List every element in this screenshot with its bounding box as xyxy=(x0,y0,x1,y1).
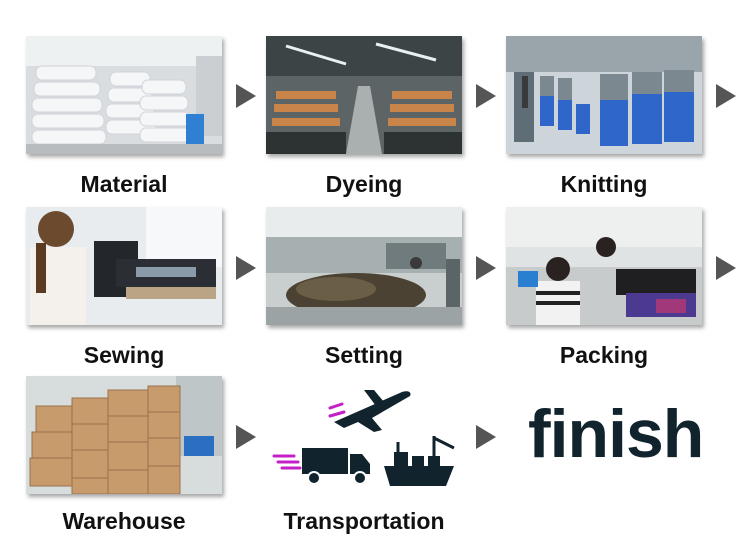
packing-photo xyxy=(506,207,702,325)
cargo-ship-icon xyxy=(384,436,454,486)
flow-arrow-6 xyxy=(716,256,736,280)
step-label-dyeing: Dyeing xyxy=(264,171,464,198)
dyeing-photo xyxy=(266,36,462,154)
fabric-bales-photo xyxy=(26,36,222,154)
flow-arrow-8 xyxy=(476,425,496,449)
truck-icon xyxy=(274,448,370,484)
flow-arrow-3 xyxy=(716,84,736,108)
finish-logo: finish xyxy=(528,400,703,468)
packing-workers-photo xyxy=(506,207,702,325)
flow-arrow-2 xyxy=(476,84,496,108)
sewing-worker-photo xyxy=(26,207,222,325)
flow-arrow-5 xyxy=(476,256,496,280)
flow-arrow-7 xyxy=(236,425,256,449)
setting-machines-photo xyxy=(266,207,462,325)
step-label-sewing: Sewing xyxy=(24,342,224,369)
step-label-material: Material xyxy=(24,171,224,198)
material-photo xyxy=(26,36,222,154)
step-label-packing: Packing xyxy=(504,342,704,369)
warehouse-photo xyxy=(26,376,222,494)
airplane-icon xyxy=(330,390,411,432)
sewing-photo xyxy=(26,207,222,325)
knitting-machines-photo xyxy=(506,36,702,154)
step-label-warehouse: Warehouse xyxy=(24,508,224,535)
step-label-transportation: Transportation xyxy=(264,508,464,535)
knitting-photo xyxy=(506,36,702,154)
setting-photo xyxy=(266,207,462,325)
warehouse-boxes-photo xyxy=(26,376,222,494)
step-label-setting: Setting xyxy=(264,342,464,369)
dyeing-machines-photo xyxy=(266,36,462,154)
flow-arrow-4 xyxy=(236,256,256,280)
transport-icons xyxy=(272,382,462,492)
flow-arrow-1 xyxy=(236,84,256,108)
step-label-knitting: Knitting xyxy=(504,171,704,198)
